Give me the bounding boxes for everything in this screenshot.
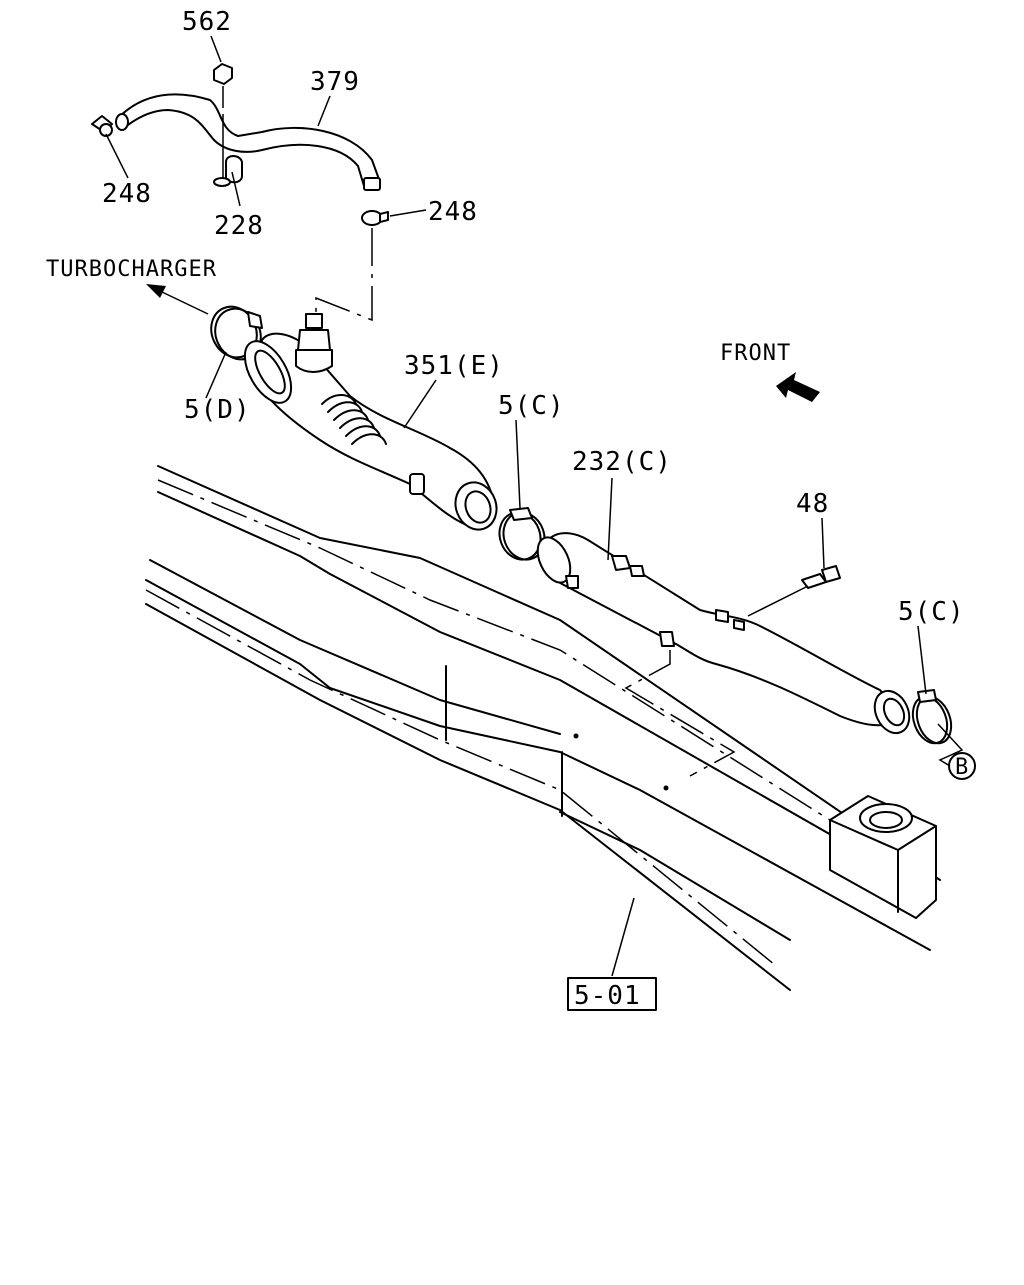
hose-379 (115, 93, 381, 191)
hose-connection-line (315, 228, 373, 322)
chassis-frame (145, 465, 941, 991)
label-front: FRONT (720, 341, 791, 366)
front-arrow-icon (776, 372, 820, 402)
turbocharger-arrow (146, 284, 209, 315)
label-562: 562 (182, 7, 232, 37)
label-232c: 232(C) (572, 447, 672, 477)
leader-lines (105, 35, 964, 977)
label-5c-upper: 5(C) (498, 391, 565, 421)
label-248-right: 248 (428, 197, 478, 227)
clamp-248-left (91, 115, 113, 137)
nut-562 (213, 63, 233, 180)
label-5d: 5(D) (184, 395, 251, 425)
pipe-232c (536, 532, 911, 735)
label-379: 379 (310, 67, 360, 97)
clamp-5c-upper (498, 507, 546, 561)
ref-b-circle: B (948, 752, 976, 780)
label-ref-501: 5-01 (574, 981, 641, 1011)
label-turbocharger: TURBOCHARGER (46, 257, 217, 282)
label-5c-right: 5(C) (898, 597, 965, 627)
label-48: 48 (796, 489, 829, 519)
bolt-48 (801, 565, 841, 589)
pipe-mount-line (624, 650, 736, 777)
intake-pipe-351e (243, 313, 498, 531)
reservoir-tank (829, 795, 937, 919)
part-labels: 562 379 248 228 248 TURBOCHARGER FRONT 3… (46, 7, 965, 627)
clamp-5c-right (911, 689, 953, 745)
clamp-248-right (361, 210, 389, 226)
label-351e: 351(E) (404, 351, 504, 381)
label-228: 228 (214, 211, 264, 241)
label-248-left: 248 (102, 179, 152, 209)
clip-228 (213, 155, 243, 187)
ref-501-box: 5-01 (567, 977, 657, 1011)
label-ref-b: B (955, 755, 969, 780)
